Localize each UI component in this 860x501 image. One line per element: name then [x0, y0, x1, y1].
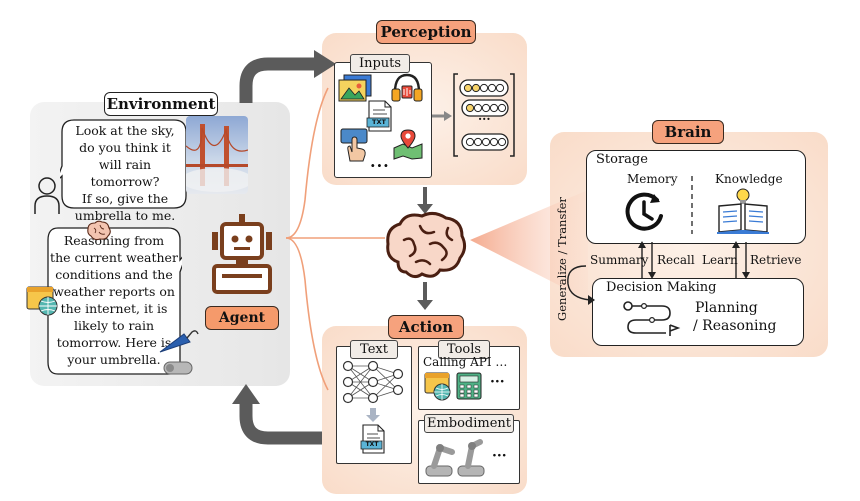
calculator-icon — [456, 372, 482, 400]
learn-label: Learn — [702, 253, 738, 267]
calling-api-label: Calling API … — [423, 355, 508, 369]
neural-network-icon — [342, 360, 404, 404]
decision-making-label: Decision Making — [606, 280, 717, 295]
umbrella-icon — [159, 330, 199, 375]
text-file-icon — [366, 100, 392, 132]
embodiment-ellipsis: ··· — [492, 448, 507, 464]
brain-title: Brain — [652, 120, 724, 144]
brain-beam — [470, 190, 588, 300]
touch-hand-icon — [340, 128, 368, 162]
perception-title: Perception — [376, 20, 476, 44]
brain-icon — [386, 211, 467, 279]
storage-label: Storage — [596, 152, 648, 167]
audio-headphones-icon — [391, 73, 423, 102]
memory-clock-icon — [625, 192, 663, 231]
image-icon — [338, 74, 372, 102]
knowledge-label: Knowledge — [715, 172, 783, 186]
inputs-ellipsis: ··· — [370, 156, 390, 175]
sky-bridge-image — [186, 116, 248, 194]
location-map-icon — [393, 129, 423, 160]
web-browser-globe-icon — [26, 286, 58, 316]
storage-divider — [691, 176, 693, 234]
memory-label: Memory — [627, 172, 678, 186]
human-speech-bubble — [60, 119, 187, 209]
agent-label: Agent — [205, 306, 279, 330]
text-generation-arrow — [366, 408, 380, 422]
agent-link-perception — [285, 87, 329, 239]
action-to-env-arrow — [239, 400, 322, 445]
retrieve-label: Retrieve — [750, 253, 802, 267]
reasoning-label: / Reasoning — [693, 318, 777, 334]
planning-label: Planning — [695, 300, 758, 316]
summary-label: Summary — [590, 253, 649, 267]
embodiment-label: Embodiment — [424, 414, 514, 433]
agent-robot-icon — [212, 214, 272, 294]
generalize-transfer-label: Generalize / Transfer — [555, 197, 569, 321]
generalize-transfer-arrow — [567, 265, 595, 305]
tools-ellipsis: ··· — [490, 374, 505, 390]
text-output-file-icon — [360, 424, 385, 454]
action-txt-icon-label: TXT — [365, 441, 379, 448]
vector-ellipsis: ··· — [478, 112, 491, 126]
agent-link-action — [285, 237, 329, 391]
feature-vectors-icon — [453, 73, 515, 157]
robot-arm-icon — [425, 439, 485, 477]
knowledge-book-icon — [717, 188, 769, 234]
recall-label: Recall — [657, 253, 695, 267]
decision-making-box — [592, 278, 804, 346]
web-api-icon — [424, 372, 451, 401]
environment-title: Environment — [104, 92, 218, 116]
planning-path-icon — [623, 301, 681, 336]
storage-decision-arrows — [638, 241, 750, 279]
human-question-text: Look at the sky, do you think it will ra… — [74, 123, 176, 223]
tools-label: Tools — [438, 340, 490, 359]
agent-answer-text: Reasoning from the current weather condi… — [50, 233, 178, 367]
env-to-perception-arrow — [239, 57, 318, 103]
text-action-label: Text — [350, 340, 398, 359]
small-brain-icon — [87, 220, 111, 241]
storage-box — [586, 150, 806, 244]
inputs-label: Inputs — [350, 54, 410, 73]
action-title: Action — [388, 315, 464, 339]
human-icon — [34, 177, 60, 214]
txt-icon-label: TXT — [372, 118, 386, 126]
